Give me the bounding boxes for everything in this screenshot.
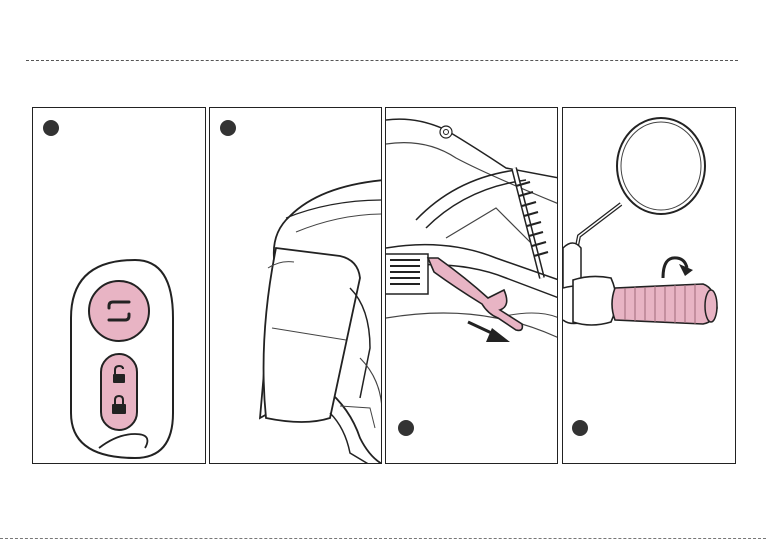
step-number-dot [572,420,588,436]
scooter-s-logo-icon [89,281,149,341]
top-dashed-divider [26,60,738,61]
panel-throttle-grip [562,107,736,464]
panel-remote-key [32,107,206,464]
throttle-grip-illustration [563,108,736,464]
kickstand-illustration [386,108,558,464]
direction-arrow-icon [468,322,510,342]
step-number-dot [398,420,414,436]
rotate-arrow-icon [663,258,693,278]
bottom-dashed-divider [0,538,766,539]
panel-kickstand [385,107,558,464]
remote-key-illustration [33,108,206,464]
panel-helmet [209,107,382,464]
helmet-illustration [210,108,382,464]
